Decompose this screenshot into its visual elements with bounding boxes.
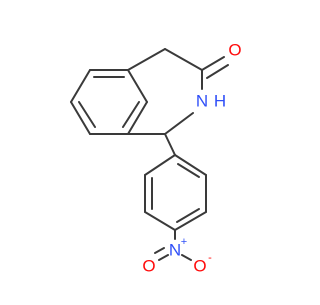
bond [201, 56, 225, 71]
bond-lines [70, 48, 229, 261]
bond [181, 254, 192, 261]
bond [144, 154, 176, 176]
bond [174, 154, 207, 176]
bond [164, 133, 176, 156]
bond [70, 69, 91, 103]
aromatic-bond [177, 163, 200, 178]
bond [144, 211, 176, 231]
aromatic-bond [78, 101, 96, 128]
nitro-oxygen-double-label: O [142, 257, 155, 276]
bond [127, 69, 148, 103]
nitro-nitrogen-label: N [169, 241, 181, 260]
amide-nitrogen-label: N [196, 92, 208, 111]
nitro-oxygen-single-label: O [193, 257, 206, 276]
aromatic-bond [122, 101, 140, 128]
bond [174, 211, 207, 231]
nitro-oxygen-charge: - [208, 252, 212, 264]
bond [70, 101, 91, 135]
double-bond [206, 64, 229, 79]
double-bond [154, 247, 165, 254]
aromatic-bond [176, 208, 200, 223]
bond [164, 112, 194, 135]
bond [164, 48, 203, 71]
bond [127, 101, 148, 135]
amide-hydrogen-label: H [214, 92, 226, 111]
bond [127, 48, 166, 71]
structure-diagram: O N H N + O O - [70, 41, 242, 276]
nitro-nitrogen-charge: + [181, 236, 187, 248]
carbonyl-oxygen-label: O [228, 41, 241, 60]
molecule-canvas: O N H N + O O - [70, 41, 242, 276]
bond [158, 254, 169, 261]
